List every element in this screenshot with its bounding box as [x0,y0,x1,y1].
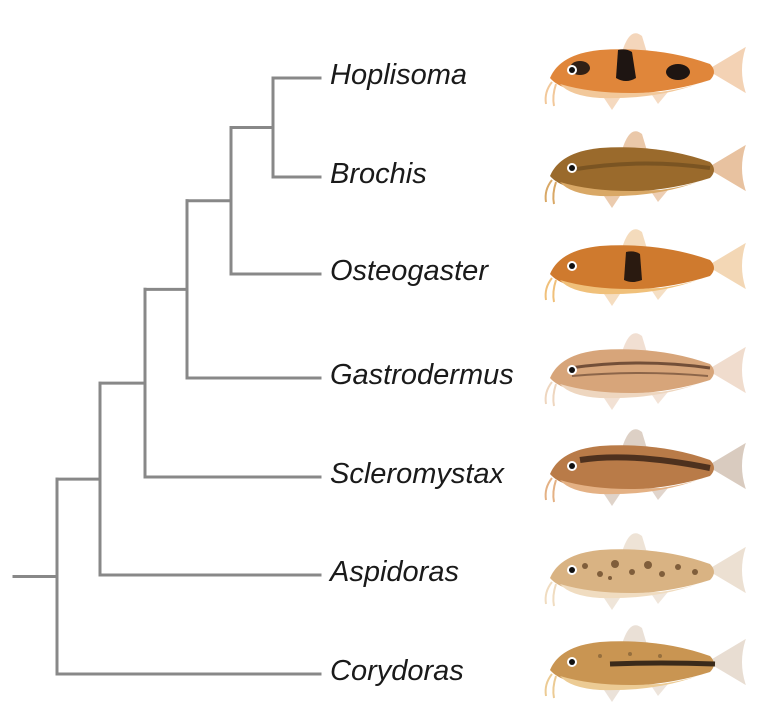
spotted-tan-catfish-icon [540,530,750,625]
taxon-label-gastrodermus: Gastrodermus [330,361,514,390]
golden-catfish-lateral-stripe-icon [540,622,750,717]
taxon-label-hoplisoma: Hoplisoma [330,61,467,90]
pale-striped-catfish-icon [540,330,750,425]
bronze-catfish-dark-stripe-icon [540,426,750,521]
taxon-label-osteogaster: Osteogaster [330,257,488,286]
taxon-label-aspidoras: Aspidoras [330,558,459,587]
taxon-label-brochis: Brochis [330,160,427,189]
taxon-label-scleromystax: Scleromystax [330,460,504,489]
orange-catfish-dark-band-icon [540,226,750,321]
orange-catfish-black-saddles-icon [540,30,750,125]
taxon-label-corydoras: Corydoras [330,657,464,686]
olive-bronze-catfish-icon [540,128,750,223]
